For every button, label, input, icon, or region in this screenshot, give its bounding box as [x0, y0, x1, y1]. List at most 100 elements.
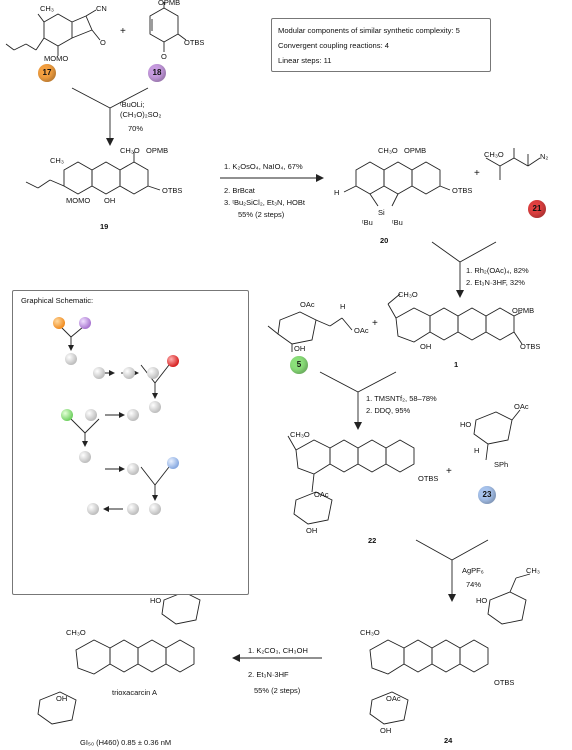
schematic-node-21 — [167, 355, 179, 367]
structure-23 — [473, 409, 521, 461]
graphical-schematic-box: Graphical Schematic: — [12, 290, 249, 595]
structure-5 — [267, 311, 353, 352]
atom-label-sph: SPh — [494, 460, 509, 469]
info-box: Modular components of similar synthetic … — [271, 18, 491, 72]
atom-label-o-18: O — [161, 52, 167, 61]
atom-label-ch3o-1: CH₃O — [398, 290, 418, 299]
schematic-node-24 — [149, 503, 161, 515]
atom-label-oh-19: OH — [104, 196, 116, 205]
atom-label-ch3-24: CH₃ — [526, 566, 540, 575]
plus-sign-1: + — [120, 26, 126, 37]
atom-label-ch3o-tri: CH₃O — [66, 628, 86, 637]
step1-reagent-sulfate: (CH₃O)₂SO₂ — [120, 110, 162, 119]
schematic-node-1 — [149, 401, 161, 413]
plus-sign-2: + — [474, 168, 480, 179]
structure-24 — [369, 573, 531, 725]
atom-label-opmb-20: OPMB — [404, 146, 427, 155]
step2-line2: 2. BrBcat — [224, 186, 255, 195]
coupling-arrow-4 — [415, 539, 489, 596]
badge-21: 21 — [528, 200, 546, 218]
atom-label-otbs-24: OTBS — [494, 678, 515, 687]
schematic-node-24b — [127, 503, 139, 515]
step1-yield: 70% — [128, 124, 144, 133]
atom-label-momo-17: MOMO — [44, 54, 69, 63]
schematic-node-trioxacarcin — [87, 503, 99, 515]
compound-label-20: 20 — [380, 236, 389, 245]
schematic-title: Graphical Schematic: — [21, 296, 94, 305]
badge-23: 23 — [478, 486, 496, 504]
atom-label-ho-23: HO — [460, 420, 472, 429]
badge-18: 18 — [148, 64, 166, 82]
schematic-node-23 — [167, 457, 179, 469]
step3-line1: 1. Rh₂(OAc)₄, 82% — [466, 266, 529, 275]
structure-20 — [343, 161, 451, 207]
step5-line2: 74% — [466, 580, 482, 589]
step4-line1: 1. TMSNTf₂, 58–78% — [366, 394, 437, 403]
atom-label-otbs-22: OTBS — [418, 474, 439, 483]
step2-line3: 3. ᵗBu₂SiCl₂, Et₃N, HOBt — [224, 198, 305, 207]
atom-label-otbs-18: OTBS — [184, 38, 205, 47]
atom-label-oh-tri: OH — [56, 694, 68, 703]
atom-label-tbu-20b: ᵗBu — [392, 218, 403, 227]
atom-label-otbs-19: OTBS — [162, 186, 183, 195]
compound-label-1: 1 — [454, 360, 459, 369]
compound-label-24: 24 — [444, 736, 453, 745]
compound-label-19: 19 — [100, 222, 109, 231]
schematic-node-19 — [65, 353, 77, 365]
atom-label-cn: CN — [96, 4, 107, 13]
atom-label-ch3o-22: CH₃O — [290, 430, 310, 439]
atom-label-oh-24: OH — [380, 726, 392, 735]
schematic-node-1c — [127, 409, 139, 421]
atom-label-h-20: H — [334, 188, 340, 197]
atom-label-h-5: H — [340, 302, 346, 311]
step5-line1: AgPF₆ — [462, 566, 484, 575]
plus-sign-3: + — [372, 318, 378, 329]
structure-22 — [287, 435, 415, 525]
schematic-node-22b — [127, 463, 139, 475]
atom-label-oh-22: OH — [306, 526, 318, 535]
atom-label-n2: N₂ — [540, 152, 549, 161]
structure-18 — [149, 2, 187, 52]
atom-label-ch3o-21: CH₃O — [484, 150, 504, 159]
structure-19 — [25, 152, 161, 195]
badge-5: 5 — [290, 356, 308, 374]
atom-label-oac-5a: OAc — [300, 300, 315, 309]
atom-label-otbs-20: OTBS — [452, 186, 473, 195]
atom-label-h-23: H — [474, 446, 480, 455]
step2-line1: 1. K₂OsO₄, NaIO₄, 67% — [224, 162, 303, 171]
info-coupling-reactions: Convergent coupling reactions: 4 — [278, 41, 390, 50]
info-linear-steps: Linear steps: 11 — [278, 56, 332, 65]
step6-line2: 2. Et₃N·3HF — [248, 670, 289, 679]
step4-line2: 2. DDQ, 95% — [366, 406, 411, 415]
product-name: trioxacarcin A — [112, 688, 158, 697]
atom-label-opmb-19: OPMB — [146, 146, 169, 155]
atom-label-ch3-17: CH₃ — [40, 4, 54, 13]
atom-label-ch3o-20: CH₃O — [378, 146, 398, 155]
atom-label-tbu-20a: ᵗBu — [362, 218, 373, 227]
compound-label-22: 22 — [368, 536, 377, 545]
structure-21 — [485, 148, 541, 180]
schematic-node-20 — [147, 367, 159, 379]
atom-label-oac-22: OAc — [314, 490, 329, 499]
atom-label-oac-5b: OAc — [354, 326, 369, 335]
coupling-arrow-2 — [431, 241, 497, 292]
badge-17: 17 — [38, 64, 56, 82]
schematic-node-5 — [61, 409, 73, 421]
atom-label-ch3o-19: CH₃O — [120, 146, 140, 155]
atom-label-otbs-1: OTBS — [520, 342, 541, 351]
schematic-node-20a — [93, 367, 105, 379]
schematic-node-20b — [123, 367, 135, 379]
step2-line4: 55% (2 steps) — [238, 210, 285, 219]
coupling-arrow-3 — [319, 371, 397, 424]
coupling-arrow-1 — [71, 87, 149, 140]
atom-label-oh-1: OH — [420, 342, 432, 351]
step6-line3: 55% (2 steps) — [254, 686, 301, 695]
atom-label-opmb-18: OPMB — [158, 0, 181, 7]
atom-label-oac-24: OAc — [386, 694, 401, 703]
atom-label-oac-23: OAc — [514, 402, 529, 411]
structure-17 — [5, 9, 101, 56]
structure-1 — [387, 293, 523, 345]
schematic-node-22 — [79, 451, 91, 463]
schematic-node-18 — [79, 317, 91, 329]
